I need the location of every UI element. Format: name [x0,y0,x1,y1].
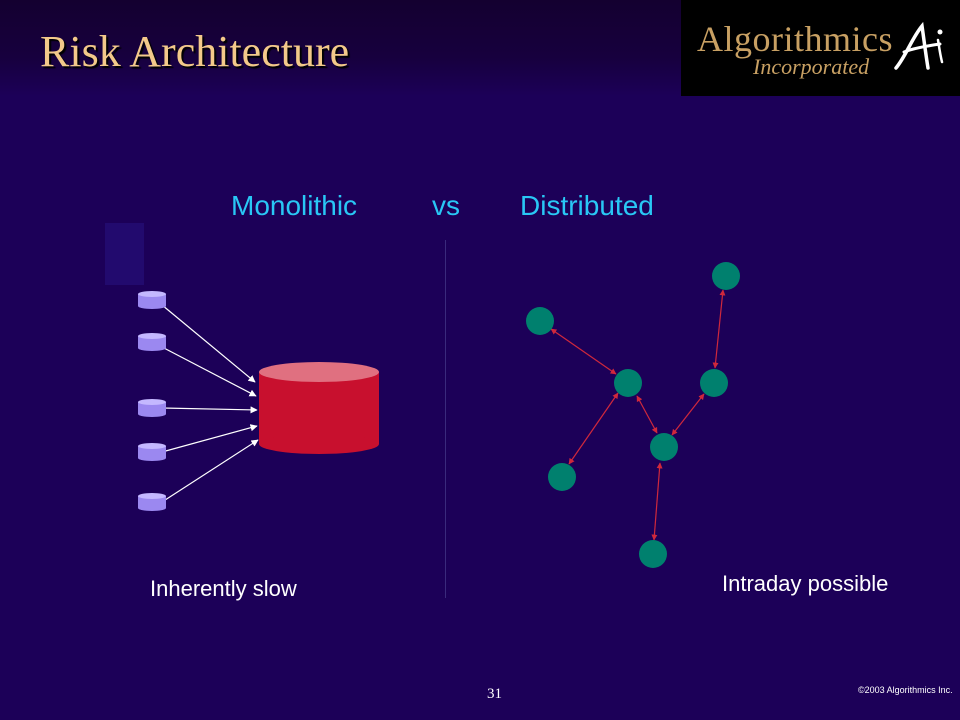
distributed-diagram [526,262,740,568]
feed-arrow [161,304,256,383]
slide-title: Risk Architecture [40,27,350,76]
page-number: 31 [487,686,502,702]
monolithic-caption: Inherently slow [150,576,297,601]
feed-arrows [161,304,259,503]
central-database-icon [259,362,379,454]
feed-arrow [161,424,258,453]
small-database-icon [138,493,166,511]
logo-name: Algorithmics [697,19,893,59]
copyright-notice: ©2003 Algorithmics Inc. [858,685,953,695]
vs-label: vs [432,190,460,221]
small-database-icon [138,443,166,461]
node-links [550,289,726,541]
decorative-square [105,223,144,285]
network-node [526,307,554,335]
network-node [650,433,678,461]
network-node [548,463,576,491]
monolithic-label: Monolithic [231,190,358,221]
feed-arrow [161,406,258,414]
node-link [712,289,726,369]
node-link [651,462,663,541]
network-node [700,369,728,397]
monolithic-diagram [138,291,379,511]
center-divider [445,240,446,598]
network-node [614,369,642,397]
network-node [639,540,667,568]
node-link [568,392,619,465]
feed-arrow [161,346,257,397]
network-node [712,262,740,290]
node-link [636,395,658,434]
logo-subtitle: Incorporated [753,54,870,79]
distributed-caption: Intraday possible [722,571,889,596]
small-database-icon [138,291,166,309]
feed-arrow [161,439,259,503]
distributed-label: Distributed [520,190,654,221]
company-logo: Algorithmics Incorporated [681,0,960,96]
ai-mark-icon [894,21,944,70]
small-database-icon [138,333,166,351]
node-link [671,393,705,436]
node-link [550,328,617,375]
small-database-icon [138,399,166,417]
